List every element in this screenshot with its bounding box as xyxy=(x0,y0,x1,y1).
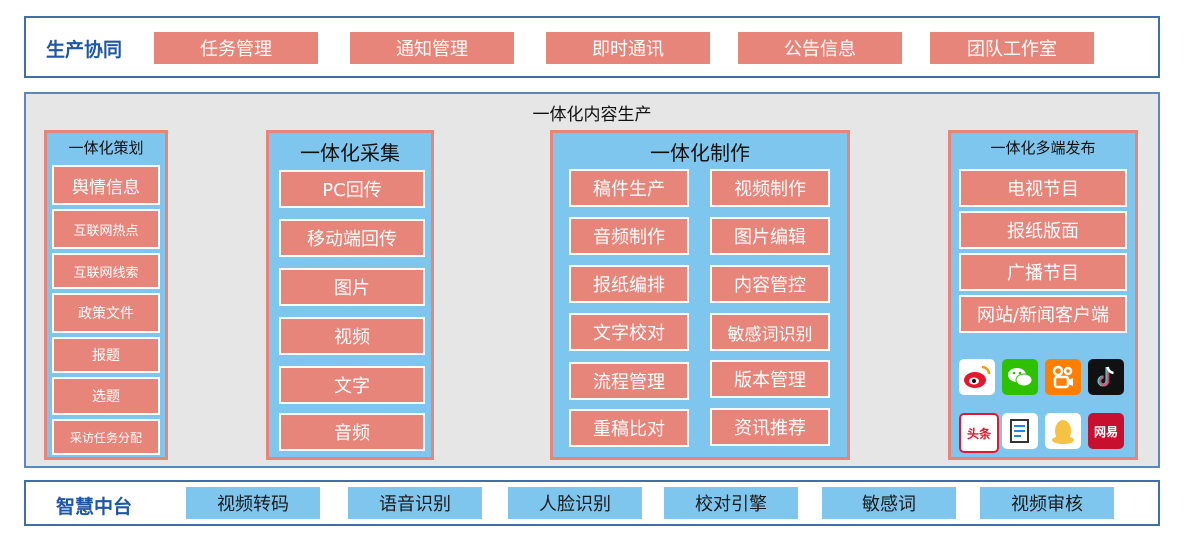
publishing-item[interactable]: 广播节目 xyxy=(959,253,1127,291)
netease-icon-text: 网易 xyxy=(1093,424,1118,439)
task-management-box[interactable]: 任务管理 xyxy=(154,32,318,64)
production-item[interactable]: 流程管理 xyxy=(569,362,689,400)
planning-item[interactable]: 舆情信息 xyxy=(52,165,160,205)
toutiao-icon-text: 头条 xyxy=(966,426,991,441)
production-item[interactable]: 敏感词识别 xyxy=(710,313,830,351)
production-item[interactable]: 版本管理 xyxy=(710,360,830,398)
announcement-box[interactable]: 公告信息 xyxy=(738,32,902,64)
toutiao-icon[interactable]: 头条 xyxy=(959,413,999,453)
weibo-icon[interactable] xyxy=(959,359,995,395)
production-item[interactable]: 视频制作 xyxy=(710,169,830,207)
publishing-item[interactable]: 电视节目 xyxy=(959,169,1127,207)
content-production-panel: 一体化内容生产 一体化策划 舆情信息 互联网热点 互联网线索 政策文件 报题 选… xyxy=(24,92,1160,468)
collection-item[interactable]: 图片 xyxy=(279,268,425,306)
notification-management-box[interactable]: 通知管理 xyxy=(350,32,514,64)
collection-item[interactable]: 移动端回传 xyxy=(279,219,425,257)
sensitive-words-box[interactable]: 敏感词 xyxy=(822,487,956,519)
production-item[interactable]: 文字校对 xyxy=(569,313,689,351)
kuaishou-icon[interactable] xyxy=(1045,359,1081,395)
production-collaboration-title: 生产协同 xyxy=(46,39,123,61)
collection-title: 一体化采集 xyxy=(300,141,400,165)
production-item[interactable]: 资讯推荐 xyxy=(710,408,830,446)
production-item[interactable]: 重稿比对 xyxy=(569,409,689,447)
douyin-icon[interactable] xyxy=(1088,359,1124,395)
planning-item[interactable]: 采访任务分配 xyxy=(52,419,160,455)
face-recognition-box[interactable]: 人脸识别 xyxy=(508,487,642,519)
production-column: 一体化制作 稿件生产 音频制作 报纸编排 文字校对 流程管理 重稿比对 视频制作… xyxy=(550,130,850,460)
planning-item[interactable]: 选题 xyxy=(52,377,160,415)
collection-item[interactable]: 音频 xyxy=(279,413,425,451)
planning-title: 一体化策划 xyxy=(68,139,144,157)
netease-icon[interactable]: 网易 xyxy=(1088,413,1124,449)
publishing-column: 一体化多端发布 电视节目 报纸版面 广播节目 网站/新闻客户端 头条 网易 xyxy=(948,130,1138,460)
video-transcoding-box[interactable]: 视频转码 xyxy=(186,487,320,519)
planning-column: 一体化策划 舆情信息 互联网热点 互联网线索 政策文件 报题 选题 采访任务分配 xyxy=(44,130,168,460)
collection-item[interactable]: PC回传 xyxy=(279,170,425,208)
publishing-title: 一体化多端发布 xyxy=(990,139,1096,157)
production-item[interactable]: 音频制作 xyxy=(569,217,689,255)
planning-item[interactable]: 互联网线索 xyxy=(52,253,160,289)
production-item[interactable]: 图片编辑 xyxy=(710,217,830,255)
team-studio-box[interactable]: 团队工作室 xyxy=(930,32,1094,64)
speech-recognition-box[interactable]: 语音识别 xyxy=(348,487,482,519)
collection-item[interactable]: 文字 xyxy=(279,366,425,404)
publishing-item[interactable]: 网站/新闻客户端 xyxy=(959,295,1127,333)
proofreading-engine-box[interactable]: 校对引擎 xyxy=(664,487,798,519)
planning-item[interactable]: 报题 xyxy=(52,337,160,373)
wechat-icon[interactable] xyxy=(1002,359,1038,395)
content-production-title: 一体化内容生产 xyxy=(532,105,652,125)
video-review-box[interactable]: 视频审核 xyxy=(980,487,1114,519)
smart-middle-platform-title: 智慧中台 xyxy=(56,496,133,518)
production-item[interactable]: 稿件生产 xyxy=(569,169,689,207)
collection-item[interactable]: 视频 xyxy=(279,317,425,355)
publishing-item[interactable]: 报纸版面 xyxy=(959,211,1127,249)
collection-column: 一体化采集 PC回传 移动端回传 图片 视频 文字 音频 xyxy=(266,130,434,460)
planning-item[interactable]: 互联网热点 xyxy=(52,209,160,249)
production-item[interactable]: 报纸编排 xyxy=(569,265,689,303)
planning-item[interactable]: 政策文件 xyxy=(52,293,160,333)
qq-icon[interactable] xyxy=(1045,413,1081,449)
tencent-news-icon[interactable] xyxy=(1002,413,1038,449)
production-item[interactable]: 内容管控 xyxy=(710,265,830,303)
production-collaboration-band: 生产协同 任务管理 通知管理 即时通讯 公告信息 团队工作室 xyxy=(24,16,1160,78)
instant-messaging-box[interactable]: 即时通讯 xyxy=(546,32,710,64)
smart-middle-platform-band: 智慧中台 视频转码 语音识别 人脸识别 校对引擎 敏感词 视频审核 xyxy=(24,480,1160,526)
production-title: 一体化制作 xyxy=(650,141,750,165)
